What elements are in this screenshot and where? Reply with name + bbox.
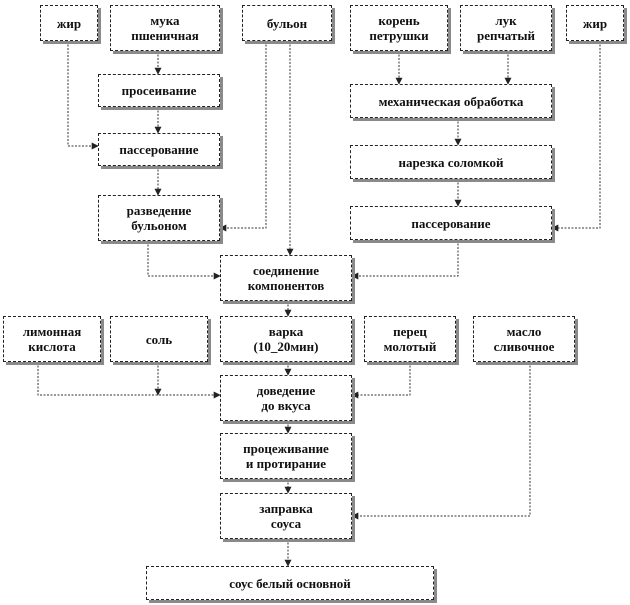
node-julienne-cut: нарезка соломкой	[350, 145, 552, 179]
arrow-citric-acid-to-seasoning	[37, 362, 221, 399]
arrow-dilution-to-combining	[147, 241, 221, 280]
node-fat-right: жир	[566, 5, 624, 41]
node-onion: лук репчатый	[460, 5, 552, 51]
node-straining: процеживание и протирание	[220, 433, 352, 479]
node-boiling: варка (10_20мин)	[220, 316, 352, 362]
arrow-butter-to-dressing	[351, 362, 531, 520]
node-broth: бульон	[242, 5, 332, 41]
node-citric-acid: лимонная кислота	[3, 316, 101, 362]
node-combining: соединение компонентов	[220, 255, 352, 301]
node-dilute-with-broth: разведение бульоном	[98, 195, 220, 241]
node-sifting: просеивание	[98, 74, 220, 107]
node-dressing: заправка соуса	[220, 493, 352, 539]
arrow-fat-right-to-sauteing	[551, 41, 601, 232]
node-sauteing-left: пассерование	[98, 133, 220, 166]
node-parsley-root: корень петрушки	[350, 5, 448, 51]
node-seasoning: доведение до вкуса	[220, 375, 352, 421]
arrow-pepper-to-seasoning	[351, 362, 411, 399]
node-white-sauce: соус белый основной	[146, 566, 434, 600]
node-sauteing-right: пассерование	[350, 206, 552, 240]
node-wheat-flour: мука пшеничная	[110, 5, 220, 51]
arrow-fat-left-to-sauteing	[67, 41, 99, 150]
arrow-sauteing-to-combining	[351, 240, 459, 280]
node-pepper: перец молотый	[364, 316, 456, 362]
arrow-broth-to-dilution	[219, 41, 267, 232]
node-salt: соль	[110, 316, 208, 362]
node-mechanical-processing: механическая обработка	[350, 84, 552, 118]
node-fat-left: жир	[40, 5, 98, 41]
node-butter: масло сливочное	[473, 316, 575, 362]
